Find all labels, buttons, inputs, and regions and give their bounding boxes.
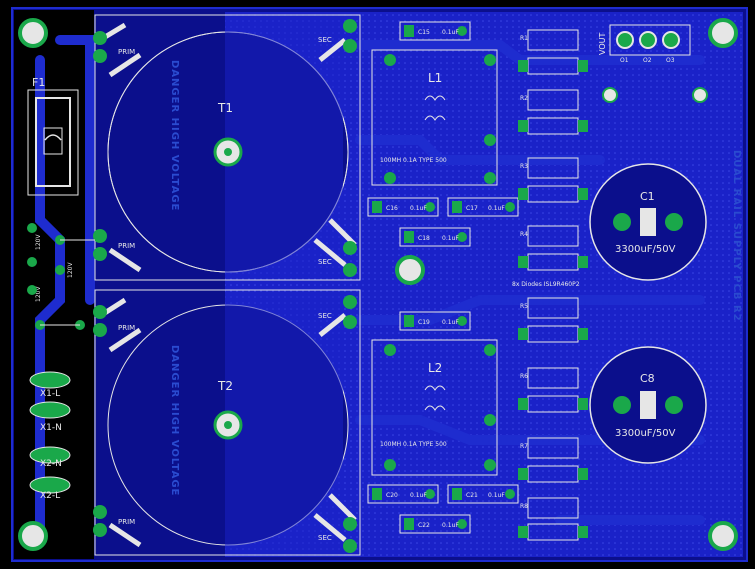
svg-text:O3: O3	[666, 57, 675, 64]
t1-sec-bottom: SEC	[318, 258, 332, 266]
svg-text:O2: O2	[643, 57, 652, 64]
svg-text:VOUT: VOUT	[598, 33, 607, 55]
svg-text:L1: L1	[428, 71, 442, 85]
vout-terminal: VOUT O1 O2 O3	[598, 24, 708, 103]
svg-text:0.1uF: 0.1uF	[488, 492, 505, 499]
svg-text:120V: 120V	[35, 234, 42, 250]
left-section	[14, 10, 94, 559]
t1-ref: T1	[217, 101, 233, 115]
svg-text:R8: R8	[520, 503, 528, 510]
small-capacitors: C15 0.1uF C16 0.1uF C17 0.1uF C18 0.1uF …	[367, 21, 519, 534]
svg-text:0.1uF: 0.1uF	[442, 319, 459, 326]
svg-text:O1: O1	[620, 57, 629, 64]
t2-ref: T2	[217, 379, 233, 393]
rectifier-column: R1 R2 R3 R4 R5 R6 R7 R8 8x Diodes ISL9R4…	[512, 29, 588, 541]
electrolytic-c8: C8 3300uF/50V	[589, 346, 707, 464]
svg-text:0.1uF: 0.1uF	[442, 29, 459, 36]
svg-text:R7: R7	[520, 443, 528, 450]
t2-warning: DANGER HIGH VOLTAGE	[169, 345, 180, 496]
svg-text:L2: L2	[428, 361, 442, 375]
svg-text:100MH 0.1A TYPE 500: 100MH 0.1A TYPE 500	[380, 441, 447, 448]
transformer-t1: T1 PRIM PRIM SEC SEC DANGER HIGH VOLTAGE	[93, 14, 361, 281]
inductor-l1: L1 100MH 0.1A TYPE 500	[371, 49, 498, 186]
mounting-holes	[18, 18, 738, 551]
connector-x2-l: X2-L	[40, 491, 60, 501]
svg-text:0.1uF: 0.1uF	[410, 205, 427, 212]
t2-sec-top: SEC	[318, 312, 332, 320]
svg-text:0.1uF: 0.1uF	[488, 205, 505, 212]
diode-note: 8x Diodes ISL9R460P2	[512, 281, 580, 288]
svg-text:3300uF/50V: 3300uF/50V	[615, 244, 676, 255]
svg-text:C16: C16	[386, 205, 398, 212]
connector-x1-l: X1-L	[40, 389, 60, 399]
mains-connectors: X1-L X1-N X2-N X2-L	[29, 371, 71, 501]
svg-text:C19: C19	[418, 319, 430, 326]
electrolytic-c1: C1 3300uF/50V	[589, 163, 707, 281]
t2-prim-top: PRIM	[118, 324, 135, 332]
svg-text:C1: C1	[640, 190, 655, 203]
svg-text:3300uF/50V: 3300uF/50V	[615, 428, 676, 439]
t1-prim-top: PRIM	[118, 48, 135, 56]
svg-text:R2: R2	[520, 95, 528, 102]
svg-text:0.1uF: 0.1uF	[442, 522, 459, 529]
svg-text:R6: R6	[520, 373, 528, 380]
svg-text:C8: C8	[640, 372, 655, 385]
svg-text:C22: C22	[418, 522, 430, 529]
svg-text:0.1uF: 0.1uF	[410, 492, 427, 499]
svg-text:R5: R5	[520, 303, 528, 310]
connector-x2-n: X2-N	[40, 459, 62, 469]
board-side-text: DUAL RAIL SUPPLY PCB R2	[731, 150, 742, 322]
transformer-t2: T2 PRIM PRIM SEC SEC DANGER HIGH VOLTAGE	[93, 289, 361, 556]
t1-warning: DANGER HIGH VOLTAGE	[169, 60, 180, 211]
svg-text:C18: C18	[418, 235, 430, 242]
svg-text:R3: R3	[520, 163, 528, 170]
svg-text:R1: R1	[520, 35, 528, 42]
connector-x1-n: X1-N	[40, 423, 62, 433]
svg-text:120V: 120V	[35, 286, 42, 302]
svg-text:R4: R4	[520, 231, 528, 238]
t1-prim-bottom: PRIM	[118, 242, 135, 250]
t2-prim-bottom: PRIM	[118, 518, 135, 526]
svg-text:100MH 0.1A TYPE 500: 100MH 0.1A TYPE 500	[380, 157, 447, 164]
t1-sec-top: SEC	[318, 36, 332, 44]
fuse-ref: F1	[32, 76, 45, 89]
t2-sec-bottom: SEC	[318, 534, 332, 542]
fuse-f1: F1	[27, 76, 79, 196]
svg-text:0.1uF: 0.1uF	[442, 235, 459, 242]
svg-text:C21: C21	[466, 492, 478, 499]
svg-text:C15: C15	[418, 29, 430, 36]
svg-text:C20: C20	[386, 492, 398, 499]
traces	[35, 35, 705, 545]
voltage-labels: 120V 120V 120V	[27, 223, 105, 330]
svg-text:120V: 120V	[67, 262, 74, 278]
svg-text:C17: C17	[466, 205, 478, 212]
inductor-l2: L2 100MH 0.1A TYPE 500	[371, 339, 498, 476]
